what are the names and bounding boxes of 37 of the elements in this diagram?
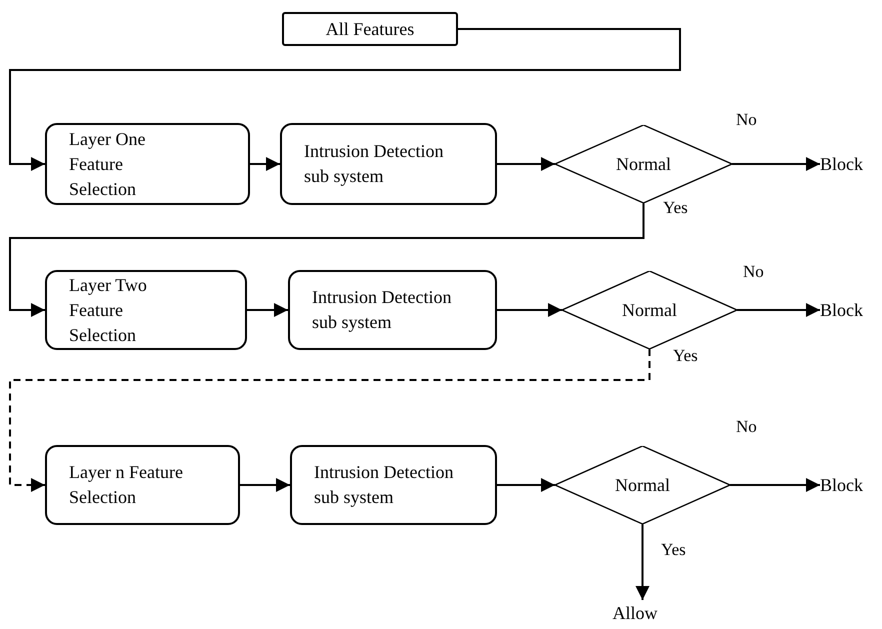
- process-box: [45, 123, 250, 205]
- process-box: [280, 123, 497, 205]
- arrow: [732, 157, 820, 171]
- node-text: Normal: [616, 152, 671, 176]
- outcome-text: Allow: [612, 600, 672, 626]
- node-text: Layer Two Feature Selection: [69, 274, 148, 346]
- arrow: [240, 478, 290, 492]
- outcome-text: Block: [820, 472, 880, 498]
- decision-diamond: [555, 125, 732, 203]
- process-box: [288, 270, 497, 350]
- node-text: Layer n Feature Selection: [69, 461, 184, 509]
- arrow: [9, 28, 681, 171]
- outcome-text: Block: [820, 297, 880, 323]
- process-box: [282, 12, 458, 46]
- process-box: [290, 445, 497, 525]
- arrow: [247, 303, 288, 317]
- arrow: [497, 478, 555, 492]
- outcome-text: Block: [820, 151, 880, 177]
- node-text: Intrusion Detection sub system: [304, 140, 444, 188]
- arrow: [497, 303, 562, 317]
- decision-diamond: [562, 271, 737, 349]
- arrow: [250, 157, 280, 171]
- arrow: [636, 524, 650, 600]
- process-box: [45, 445, 240, 525]
- arrow: [9, 203, 644, 317]
- arrow: [497, 157, 555, 171]
- node-text: Normal: [622, 298, 677, 322]
- node-text: Layer One Feature Selection: [69, 128, 146, 200]
- node-text: All Features: [326, 18, 414, 40]
- node-text: Intrusion Detection sub system: [314, 461, 454, 509]
- process-box: [45, 270, 247, 350]
- node-text: Normal: [615, 474, 670, 496]
- decision-diamond: [555, 446, 730, 524]
- arrow: [9, 349, 650, 492]
- arrow: [737, 303, 820, 317]
- arrow: [730, 478, 820, 492]
- node-text: Intrusion Detection sub system: [312, 286, 452, 334]
